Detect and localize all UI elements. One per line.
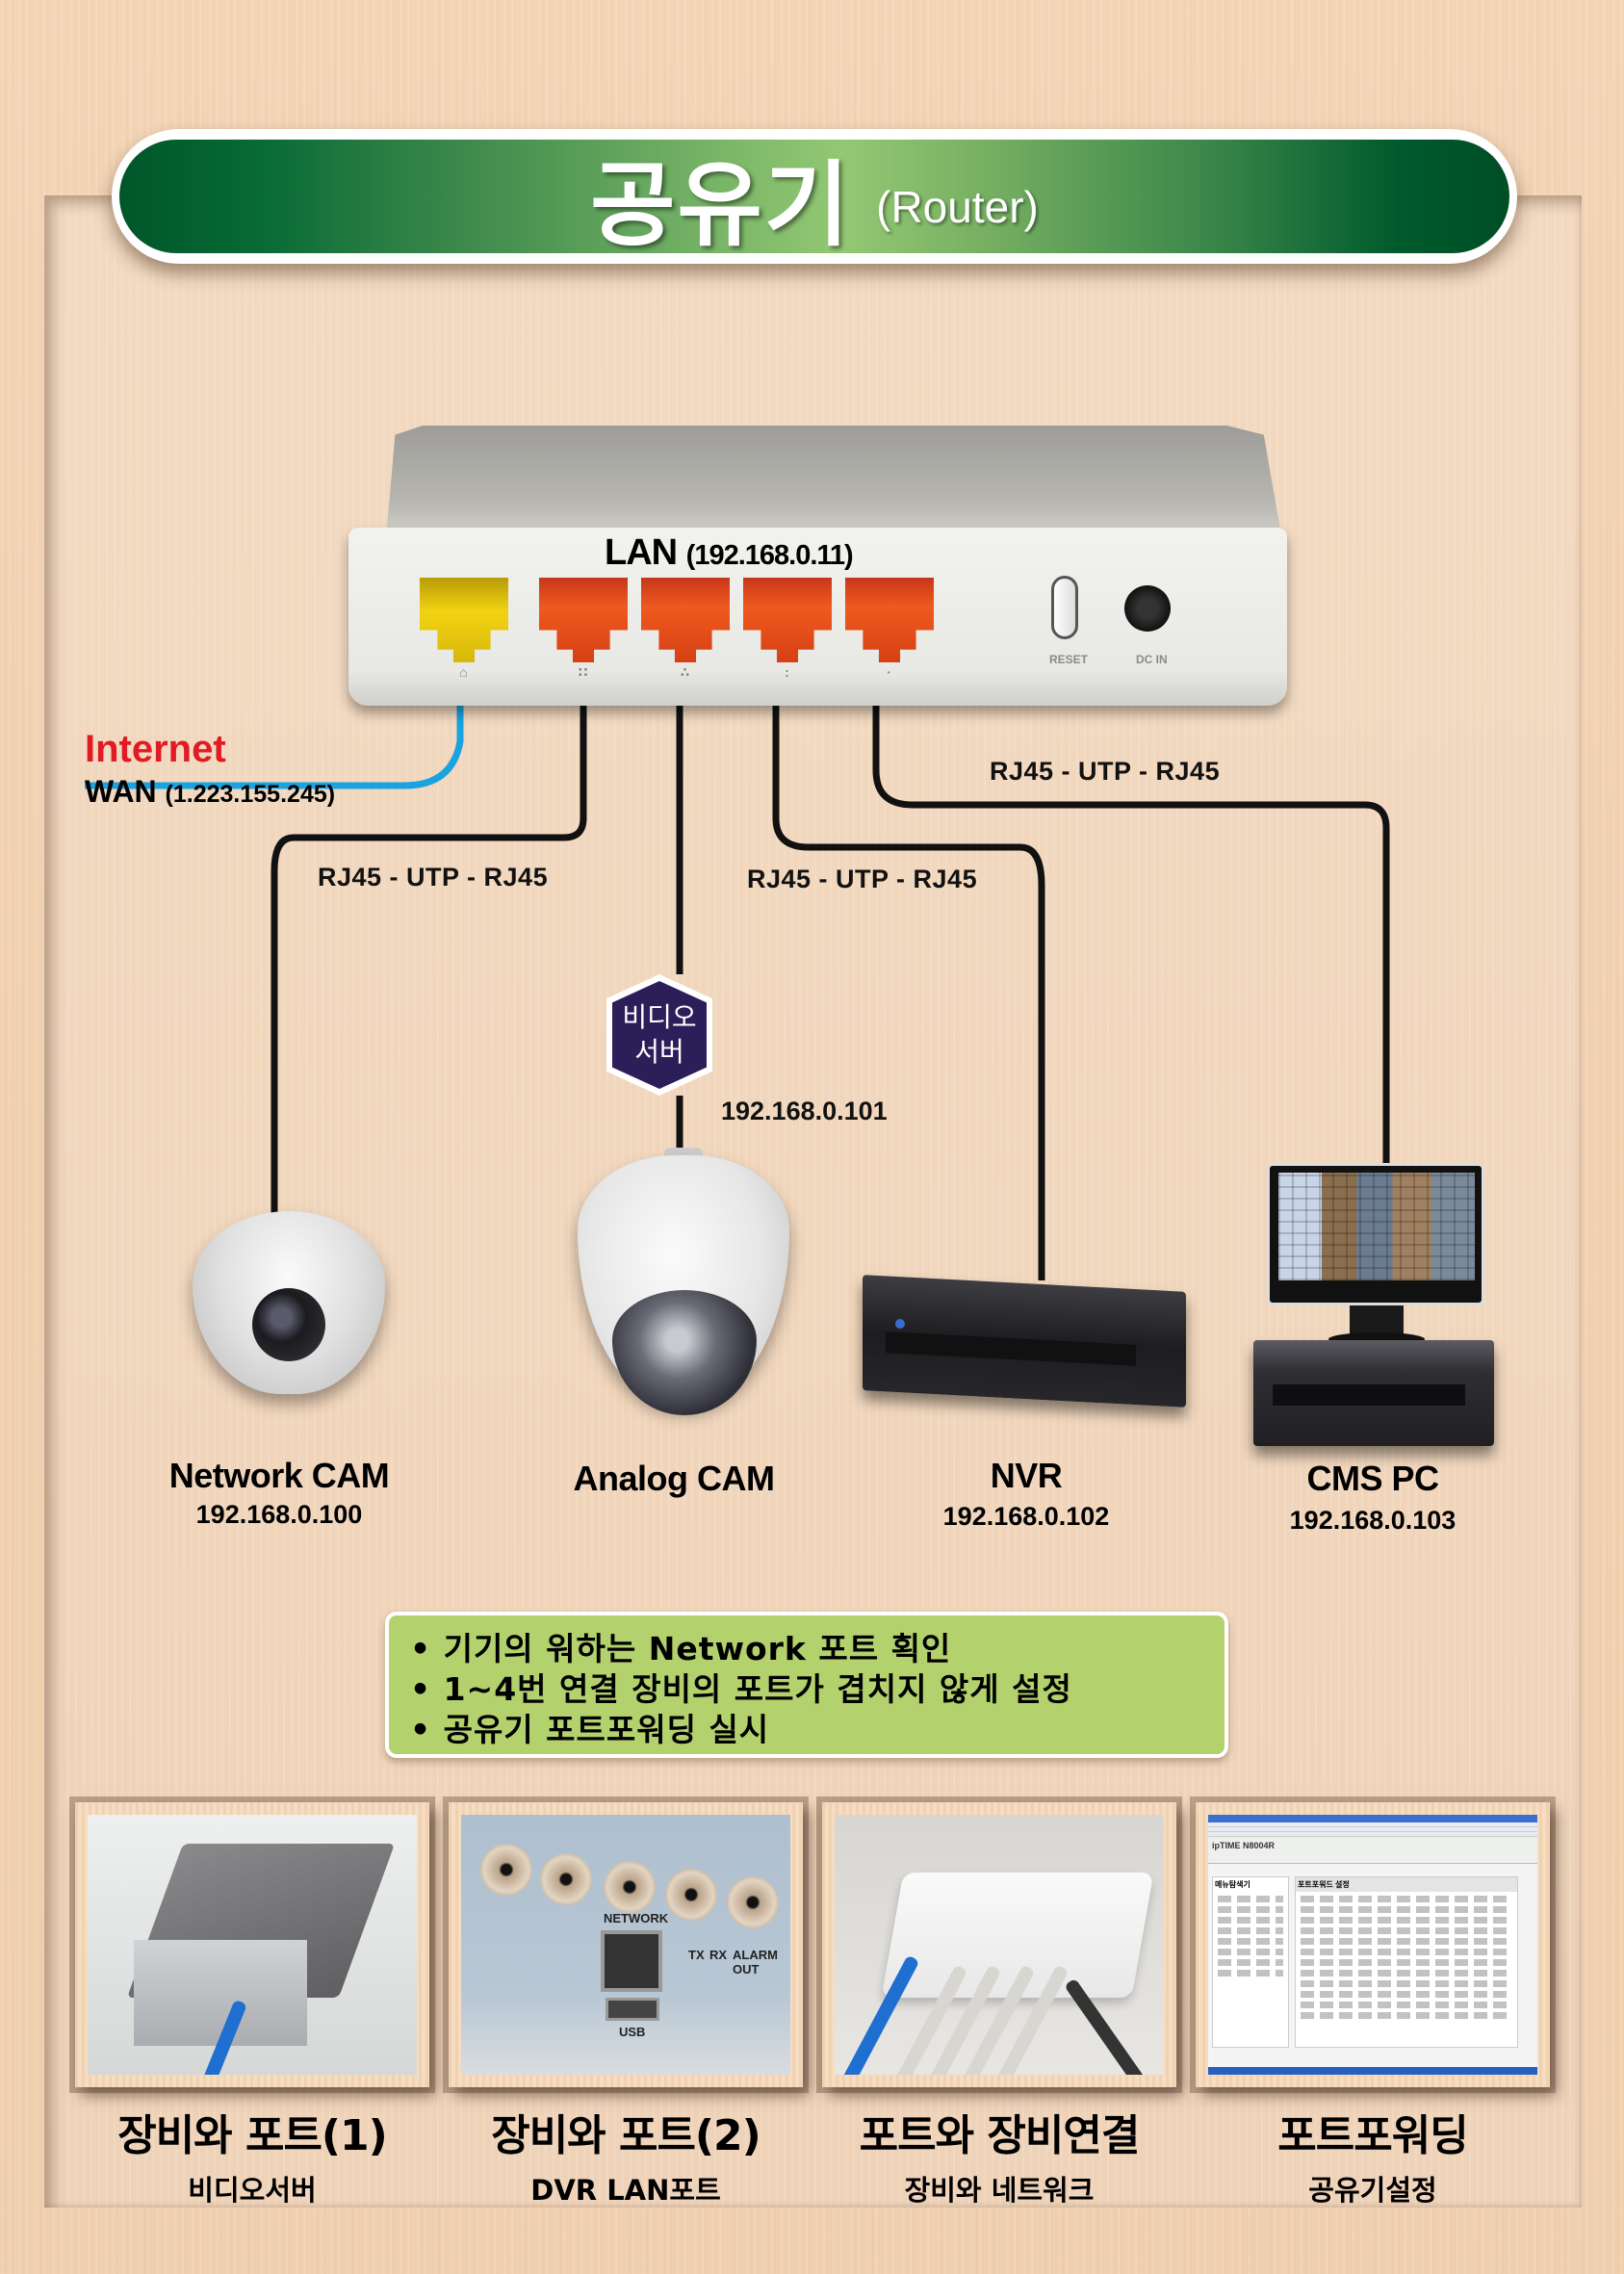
rx-label: RX <box>709 1948 728 1962</box>
photo-caption-2: 장비와 포트(2) DVR LAN포트 <box>491 2111 761 2207</box>
menu-row <box>1218 1906 1283 1913</box>
device-name-analog-cam: Analog CAM <box>573 1459 775 1498</box>
wan-ip: (1.223.155.245) <box>165 781 336 808</box>
device-name-network-cam: Network CAM <box>168 1456 390 1495</box>
bnc-connector <box>480 1844 532 1896</box>
network-port-label: NETWORK <box>604 1911 669 1925</box>
device-name-nvr: NVR <box>990 1456 1063 1495</box>
table-row <box>1301 1949 1512 1955</box>
info-line: • 1~4번 연결 장비의 포트가 겹치지 않게 설정 <box>410 1670 1072 1708</box>
menu-row <box>1218 1970 1283 1977</box>
table-row <box>1301 1991 1512 1998</box>
cms-pc-drive-bay <box>1273 1384 1465 1406</box>
analog-cam-dome <box>612 1290 757 1415</box>
cable-cms-pc <box>872 705 1390 1165</box>
browser-toolbar <box>1208 1827 1537 1832</box>
menu-tree: 메뉴탐색기 <box>1212 1876 1289 2048</box>
port-forward-table: 포트포워드 설정 <box>1295 1876 1518 2048</box>
video-server-front-panel <box>134 1940 307 2046</box>
alarm-out-label: ALARM OUT <box>733 1948 778 1977</box>
wan-label: WAN (1.223.155.245) <box>85 774 336 809</box>
dc-in-jack <box>1124 585 1171 632</box>
reset-button <box>1051 576 1078 639</box>
rj45-port <box>601 1930 662 1992</box>
router-top <box>385 426 1282 541</box>
menu-row <box>1218 1938 1283 1945</box>
port-mark-3: ∴ <box>680 664 691 680</box>
video-server-photo <box>88 1815 417 2075</box>
table-row <box>1301 1917 1512 1924</box>
browser-toolbar <box>1208 1832 1537 1837</box>
table-row <box>1301 1970 1512 1977</box>
browser-toolbar <box>1208 1822 1537 1827</box>
page-subtitle: (Router) <box>876 182 1039 232</box>
port-forward-title: 포트포워드 설정 <box>1296 1877 1517 1892</box>
cable-label-network-cam: RJ45 - UTP - RJ45 <box>318 863 549 892</box>
cable-label-cms-pc: RJ45 - UTP - RJ45 <box>990 757 1221 786</box>
usb-port-label: USB <box>619 2025 646 2039</box>
cable-label-nvr: RJ45 - UTP - RJ45 <box>747 865 978 893</box>
device-name-cms-pc: CMS PC <box>1306 1459 1439 1498</box>
lan-ip: (192.168.0.11) <box>685 540 854 571</box>
cable-network-cam <box>271 705 587 1218</box>
wan-cable <box>85 705 464 789</box>
menu-row <box>1218 1949 1283 1955</box>
device-ip-network-cam: 192.168.0.100 <box>195 1500 363 1529</box>
nvr-power-light <box>895 1319 905 1329</box>
table-row <box>1301 2012 1512 2019</box>
router-connection-photo <box>835 1815 1164 2075</box>
table-row <box>1301 1927 1512 1934</box>
photo-video-server <box>75 1802 429 2087</box>
dc-in-label: DC IN <box>1136 653 1168 666</box>
table-row <box>1301 1906 1512 1913</box>
port-mark-1: · <box>887 664 892 680</box>
router-admin-header: ipTIME N8004R <box>1208 1837 1537 1864</box>
menu-tree-title: 메뉴탐색기 <box>1215 1880 1250 1889</box>
menu-row <box>1218 1959 1283 1966</box>
photo-router-connection <box>822 1802 1176 2087</box>
device-ip-cms-pc: 192.168.0.103 <box>1289 1506 1456 1535</box>
photo-caption-3: 포트와 장비연결 장비와 네트워크 <box>859 2111 1141 2207</box>
menu-row <box>1218 1896 1283 1902</box>
table-row <box>1301 1980 1512 1987</box>
device-ip-nvr: 192.168.0.102 <box>942 1502 1110 1531</box>
usb-port <box>606 1998 659 2021</box>
port-mark-2: : <box>785 664 790 680</box>
tx-label: TX <box>688 1948 705 1962</box>
table-row <box>1301 1896 1512 1902</box>
photo-caption-4: 포트포워딩 공유기설정 <box>1277 2111 1468 2207</box>
menu-row <box>1218 1917 1283 1924</box>
network-cam-lens <box>252 1288 325 1361</box>
bnc-connector <box>604 1861 656 1913</box>
page-title: 공유기 <box>590 150 852 259</box>
internet-label: Internet <box>85 728 226 770</box>
bnc-connector <box>727 1876 779 1928</box>
table-row <box>1301 2002 1512 2008</box>
menu-row <box>1218 1927 1283 1934</box>
bnc-connector <box>540 1853 592 1905</box>
bnc-connector <box>665 1869 717 1921</box>
cms-monitor-screen <box>1278 1173 1475 1280</box>
video-server-badge: 비디오 서버 <box>612 981 707 1089</box>
video-server-ip: 192.168.0.101 <box>721 1097 888 1125</box>
table-row <box>1301 1959 1512 1966</box>
info-line: • 기기의 워하는 Network 포트 획인 <box>410 1630 952 1667</box>
photo-caption-1: 장비와 포트(1) 비디오서버 <box>117 2111 388 2207</box>
photo-port-forwarding: ipTIME N8004R 메뉴탐색기 포트포워드 설정 <box>1196 1802 1550 2087</box>
info-line: • 공유기 포트포워딩 실시 <box>410 1711 770 1748</box>
lan-label: LAN (192.168.0.11) <box>605 532 854 573</box>
reset-label: RESET <box>1049 653 1089 666</box>
browser-titlebar <box>1208 1815 1537 1822</box>
cable-nvr <box>772 705 1045 1280</box>
title-banner-inner: 공유기 (Router) <box>119 140 1509 259</box>
dvr-lan-port-photo: NETWORK USB TX RX ALARM OUT <box>461 1815 790 2075</box>
wan-port-icon: ⌂ <box>459 664 469 680</box>
taskbar <box>1208 2067 1537 2075</box>
port-mark-4: ∷ <box>578 664 589 680</box>
port-forwarding-screenshot: ipTIME N8004R 메뉴탐색기 포트포워드 설정 <box>1208 1815 1537 2075</box>
table-row <box>1301 1938 1512 1945</box>
photo-dvr-lan-port: NETWORK USB TX RX ALARM OUT <box>449 1802 803 2087</box>
info-box: • 기기의 워하는 Network 포트 획인 • 1~4번 연결 장비의 포트… <box>385 1612 1228 1758</box>
